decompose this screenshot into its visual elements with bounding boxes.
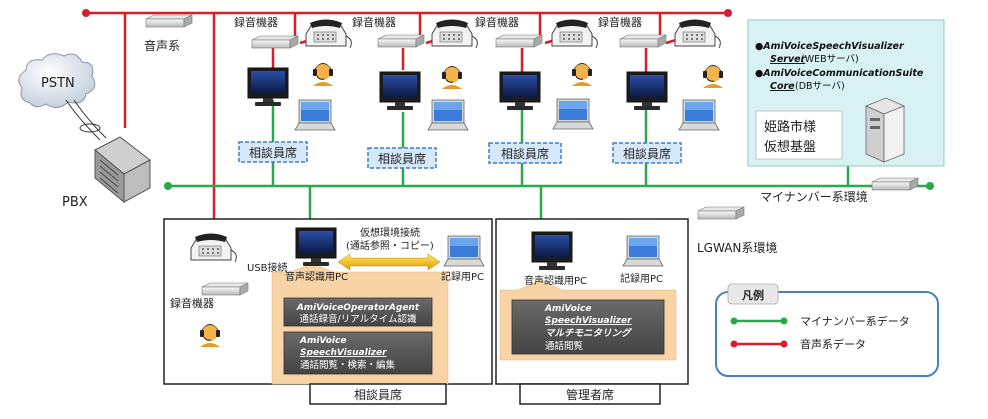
server-line-2b: (WEBサーバ) — [801, 54, 859, 65]
recorder-label: 録音機器 — [598, 15, 642, 29]
desktop-pc-icon — [379, 71, 421, 111]
desktop-pc-icon — [247, 67, 289, 107]
vm-label-1: 姫路市様 — [764, 119, 816, 135]
phone-icon — [305, 19, 352, 49]
operator-headset-icon — [702, 65, 724, 89]
recorder-label: 録音機器 — [170, 296, 214, 310]
lgwan-switch-icon — [697, 206, 745, 220]
voice-network-lines — [86, 11, 728, 294]
admin-area-label: 管理者席 — [566, 387, 614, 402]
vdi-label-1: 仮想環境接続 — [360, 226, 420, 239]
server-line-3: ●AmiVoiceCommunicationSuite — [755, 68, 924, 79]
counselor-area: 録音機器 USB接続 音声認識用PC 仮想環境接続 (通話参照・コピー) 記録用… — [163, 218, 493, 405]
voice-network-dots — [82, 9, 732, 17]
admin-sv-title-2: SpeechVisualizer — [545, 316, 632, 326]
record-pc-label: 記録用PC — [441, 270, 484, 283]
usb-label: USB接続 — [247, 261, 288, 274]
record-pc-icon — [443, 235, 485, 267]
legend-title: 凡例 — [742, 288, 764, 302]
server-icon — [864, 97, 906, 163]
mynumber-network-dots — [164, 182, 934, 190]
pstn-cloud-icon — [18, 53, 96, 108]
seat-label: 相談員席 — [249, 145, 297, 160]
admin-sv-desc: 通話閲覧 — [545, 340, 584, 352]
recorder-label: 録音機器 — [475, 15, 519, 29]
seat-label: 相談員席 — [501, 146, 549, 161]
laptop-icon — [678, 99, 720, 131]
recorder-icon — [495, 34, 543, 48]
seat-3: 録音機器 相談員席 — [475, 15, 598, 164]
vm-label-2: 仮想基盤 — [764, 139, 816, 155]
seat-label: 相談員席 — [378, 151, 426, 166]
recorder-label: 録音機器 — [234, 15, 278, 29]
sv-desc-counselor: 通話閲覧・検索・編集 — [300, 359, 396, 371]
sv-title-1: AmiVoice — [299, 336, 346, 346]
pbx-label: PBX — [62, 195, 88, 210]
legend-item-voice: 音声系データ — [800, 337, 866, 351]
legend-item-mynumber: マイナンバー系データ — [800, 314, 910, 328]
voice-switch-icon — [145, 14, 193, 28]
recorder-icon — [201, 282, 249, 296]
speech-pc-label: 音声認識用PC — [524, 274, 587, 287]
operator-agent-title: AmiVoiceOperatorAgent — [296, 303, 420, 313]
record-pc-label: 記録用PC — [620, 272, 663, 285]
seat-label: 相談員席 — [623, 146, 671, 161]
admin-sv-title-1: AmiVoice — [544, 304, 591, 314]
seat-1: 録音機器 相談員席 — [234, 15, 352, 163]
laptop-icon — [294, 99, 336, 131]
vdi-arrow — [337, 253, 441, 271]
mynumber-switch-icon — [871, 177, 919, 191]
recorder-icon — [377, 34, 425, 48]
recorder-label: 録音機器 — [352, 15, 396, 29]
sv-title-2: SpeechVisualizer — [300, 348, 387, 358]
pbx-icon — [94, 136, 151, 204]
vdi-label-2: (通話参照・コピー) — [346, 239, 434, 252]
recorder-icon — [619, 34, 667, 48]
laptop-icon — [552, 98, 594, 130]
server-line-4a: Core — [770, 81, 795, 92]
operator-headset-icon — [441, 66, 463, 90]
voice-network-label: 音声系 — [144, 38, 180, 53]
seat-4: 録音機器 相談員席 — [598, 15, 724, 164]
laptop-icon — [427, 99, 469, 131]
lgwan-env-label: LGWAN系環境 — [697, 240, 777, 255]
phone-icon — [551, 19, 598, 49]
server-box: ●AmiVoiceSpeechVisualizer Server (WEBサーバ… — [747, 19, 945, 167]
phone-icon — [431, 19, 478, 49]
seat-2: 録音機器 相談員席 — [352, 15, 478, 169]
record-pc-icon — [622, 235, 664, 267]
desktop-pc-icon — [626, 71, 668, 111]
operator-headset-icon — [571, 63, 593, 87]
counselor-area-label: 相談員席 — [354, 387, 402, 402]
admin-sv-title-3: マルチモニタリング — [545, 327, 632, 339]
speech-pc-label: 音声認識用PC — [285, 270, 348, 283]
server-line-1: ●AmiVoiceSpeechVisualizer — [755, 41, 905, 52]
trunk-lines — [65, 99, 107, 141]
operator-headset-icon — [312, 63, 334, 87]
legend: 凡例 マイナンバー系データ 音声系データ — [715, 283, 939, 377]
phone-icon — [674, 19, 721, 49]
server-line-2a: Server — [770, 54, 807, 65]
admin-area: 音声認識用PC 記録用PC AmiVoice SpeechVisualizer … — [495, 218, 689, 405]
server-line-4b: (DBサーバ) — [795, 81, 845, 92]
pstn-label: PSTN — [41, 76, 75, 91]
recorder-icon — [251, 35, 299, 49]
desktop-pc-icon — [499, 71, 541, 111]
mynumber-env-label: マイナンバー系環境 — [760, 189, 868, 204]
operator-agent-desc: 通話録音/リアルタイム認識 — [300, 313, 417, 325]
